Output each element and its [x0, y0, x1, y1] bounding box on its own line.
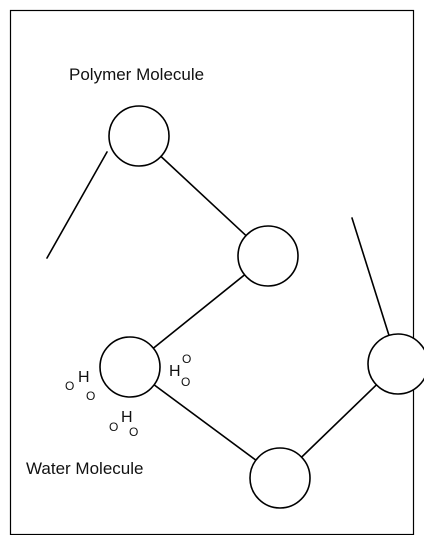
water-2-oxygen-b: O	[181, 375, 190, 389]
water-1-oxygen-a: O	[65, 379, 74, 393]
water-molecule-1: O H O	[65, 369, 95, 403]
polymer-unit-5	[367, 333, 424, 395]
water-molecule-2: H O O	[169, 352, 191, 389]
water-3-hydrogen: H	[121, 409, 133, 426]
diagram-frame	[9, 9, 415, 535]
water-1-oxygen-b: O	[86, 389, 95, 403]
polymer-unit-2	[237, 225, 299, 287]
polymer-unit-1	[108, 105, 170, 167]
polymer-unit-4	[249, 447, 311, 509]
bond-chain-end-left	[46, 151, 108, 259]
water-molecule-label: Water Molecule	[26, 459, 143, 478]
polymer-molecule-label: Polymer Molecule	[69, 65, 204, 84]
polymer-unit-3	[99, 336, 161, 398]
water-3-oxygen-a: O	[109, 420, 118, 434]
water-3-oxygen-b: O	[129, 425, 138, 439]
water-1-hydrogen: H	[78, 369, 90, 386]
water-2-oxygen-a: O	[182, 352, 191, 366]
bond-atom3-atom4	[129, 366, 281, 479]
water-2-hydrogen: H	[169, 363, 181, 380]
water-molecule-3: O H O	[109, 409, 138, 439]
